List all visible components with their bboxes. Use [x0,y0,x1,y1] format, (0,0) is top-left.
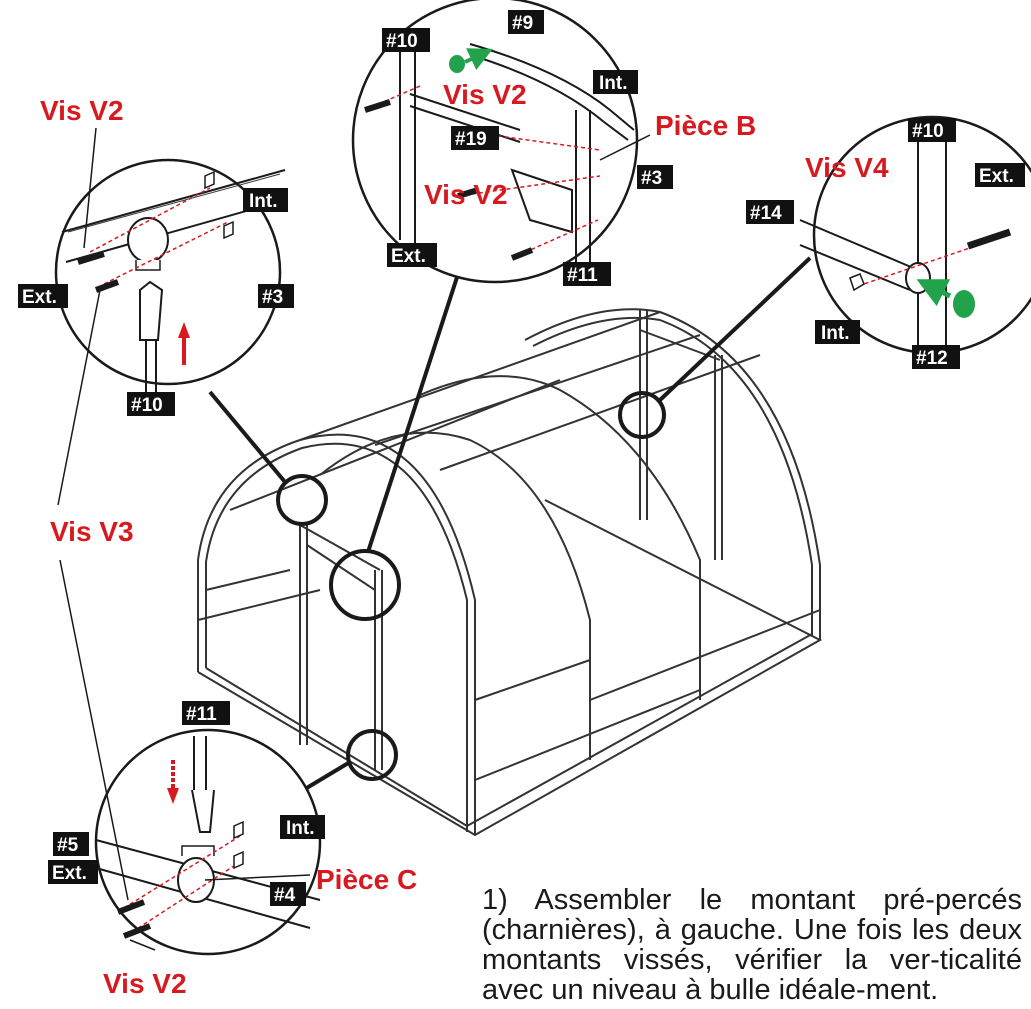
detail-bottom-left [94,728,322,956]
label-vis-v2-top-center-b: Vis V2 [424,179,508,210]
tag-int-top-left: Int. [249,191,278,212]
tag-ext-top-left: Ext. [22,287,57,308]
tag-ext-bottom: Ext. [52,863,87,884]
tag-p14: #14 [750,203,782,224]
tag-p3-top-center: #3 [641,168,662,189]
connector-lines [208,256,812,794]
focus-circles [276,391,666,781]
tag-p11-top-center: #11 [567,265,598,286]
label-piece-c: Pièce C [316,864,417,895]
tag-p9: #9 [512,13,533,34]
instruction-text: 1) Assembler le montant pré-percés (char… [482,885,1022,1006]
tag-p4: #4 [274,885,296,906]
label-piece-b: Pièce B [655,110,756,141]
tag-int-top-right: Int. [821,323,850,344]
label-leaders [57,127,651,951]
tag-p19: #19 [455,129,487,150]
tag-int-top-center: Int. [599,73,628,94]
greenhouse-drawing [197,308,823,837]
label-vis-v3: Vis V3 [50,516,134,547]
part-tags: Int. Ext. #3 #10 #10 #9 Int. #19 #3 Ext.… [18,10,1025,906]
tag-p10-top-left: #10 [131,395,163,416]
tag-int-bottom: Int. [286,818,315,839]
tag-p10-top-right: #10 [912,121,944,142]
tag-p11-bottom: #11 [186,704,217,725]
tag-ext-top-center: Ext. [391,246,426,267]
label-vis-v2-top-left: Vis V2 [40,95,124,126]
detail-top-left [54,158,286,392]
label-vis-v2-top-center-a: Vis V2 [443,79,527,110]
tag-p5: #5 [57,835,79,856]
tag-p10-top-center: #10 [386,31,418,52]
tag-p3-top-left: #3 [262,287,283,308]
label-vis-v4: Vis V4 [805,152,889,183]
label-vis-v2-bottom: Vis V2 [103,968,187,999]
tag-p12: #12 [916,348,948,369]
tag-ext-top-right: Ext. [979,166,1014,187]
